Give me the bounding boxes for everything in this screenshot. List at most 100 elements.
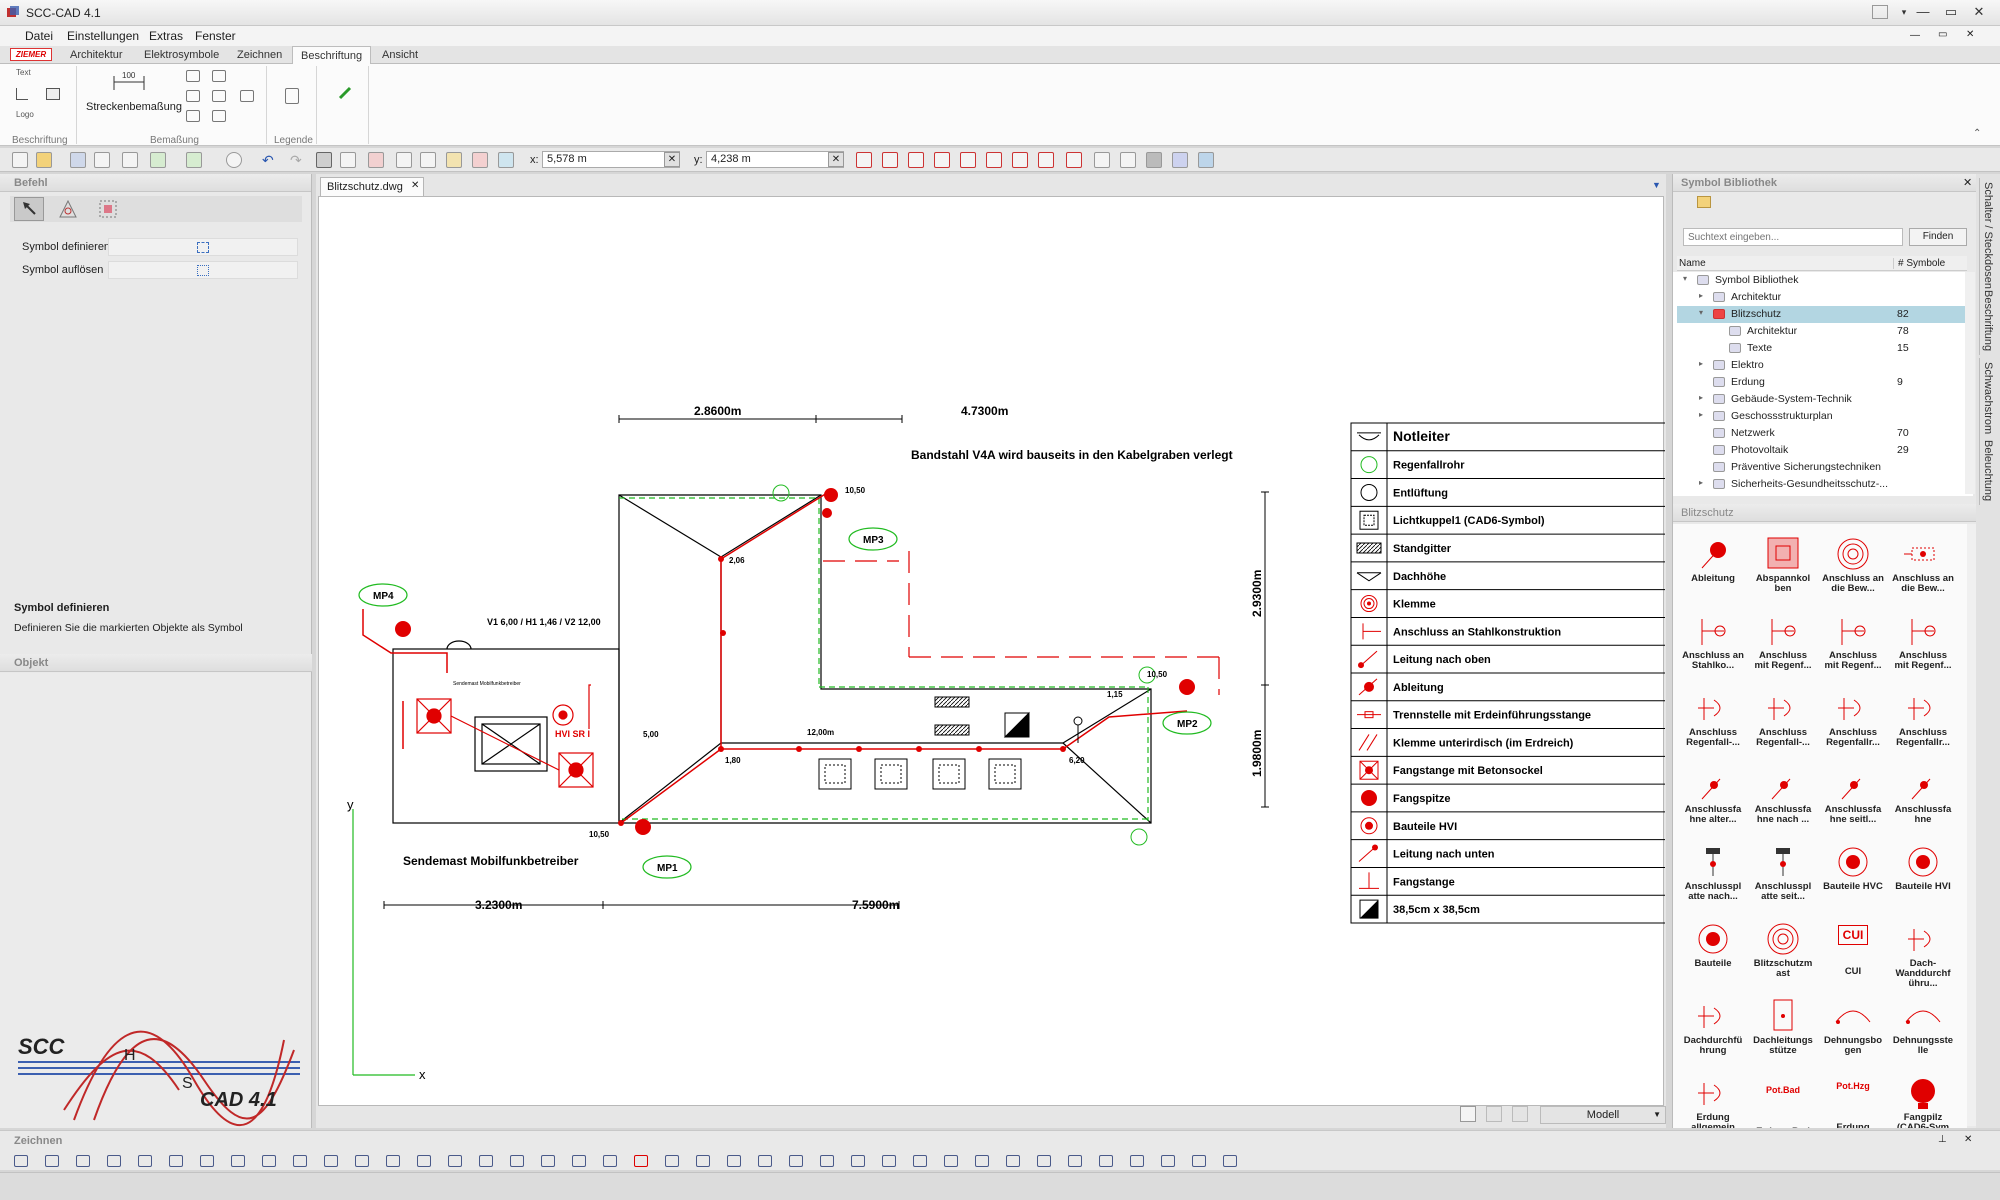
curve-tool-icon[interactable] [448, 1155, 462, 1167]
layout2-view-icon[interactable] [1512, 1106, 1528, 1122]
save-icon[interactable] [70, 152, 86, 168]
image-tool-icon[interactable] [46, 88, 60, 100]
arrow-tool-icon[interactable] [386, 1155, 400, 1167]
snap-midpoint-icon[interactable] [882, 152, 898, 168]
symbol-tile[interactable]: Dachleitungs stütze [1749, 994, 1817, 1068]
find-button[interactable]: Finden [1909, 228, 1967, 246]
symbol-tile[interactable]: Dehnungsste lle [1889, 994, 1957, 1068]
undo-icon[interactable]: ↶ [262, 152, 274, 168]
side-tab-beleuchtung[interactable]: Beleuchtung [1979, 436, 1996, 506]
snap-quadrant-icon[interactable] [960, 152, 976, 168]
snap-intersection-icon[interactable] [908, 152, 924, 168]
snap-nearest-icon[interactable] [1038, 152, 1054, 168]
side-tab-schalter[interactable]: Schalter / Steckdosen [1979, 178, 1996, 294]
arc-end-tool-icon[interactable] [355, 1155, 369, 1167]
select-arrow-icon[interactable] [316, 152, 332, 168]
paste-icon[interactable] [446, 152, 462, 168]
close-toolbar-icon[interactable]: ✕ [1964, 1134, 1973, 1145]
close-button[interactable]: ✕ [1973, 4, 1985, 19]
open-folder-icon[interactable] [36, 152, 52, 168]
tab-ziemer-logo[interactable]: ZIEMER [10, 48, 52, 61]
symbol-tile[interactable]: Dehnungsbo gen [1819, 994, 1887, 1068]
streckenbemassung-button[interactable]: Streckenbemaßung [86, 101, 182, 113]
col-name[interactable]: Name [1679, 258, 1706, 269]
tree-item[interactable]: ▾Symbol Bibliothek [1677, 272, 1967, 289]
cmd-symbol-definieren[interactable]: Symbol definieren [20, 238, 298, 256]
expand-icon[interactable]: ▾ [1683, 274, 1688, 283]
symbol-tile[interactable]: Anschlussfa hne nach ... [1749, 763, 1817, 837]
symbol-tile[interactable]: Anschlussfa hne [1889, 763, 1957, 837]
menu-fenster[interactable]: Fenster [195, 29, 236, 43]
symbol-tile[interactable]: Anschluss Regenfallr... [1889, 686, 1957, 760]
options-dropdown-icon[interactable]: ▾ [1901, 7, 1907, 17]
side-tab-schwachstrom[interactable]: Schwachstrom [1979, 358, 1996, 439]
align-tool-icon[interactable] [1037, 1155, 1051, 1167]
text-tool-icon[interactable] [1192, 1155, 1206, 1167]
measure-tool-icon[interactable] [1006, 1155, 1020, 1167]
mdi-close-button[interactable]: ✕ [1966, 29, 1975, 40]
circle-center-tool-icon[interactable] [138, 1155, 152, 1167]
mirror-tool-icon[interactable] [789, 1155, 803, 1167]
y-coord-clear-button[interactable]: ✕ [828, 152, 844, 167]
maximize-button[interactable]: ▭ [1944, 4, 1958, 19]
hatch-tool-icon[interactable] [603, 1155, 617, 1167]
close-panel-icon[interactable]: ✕ [1963, 177, 1973, 189]
model-view-icon[interactable] [1460, 1106, 1476, 1122]
erase-icon[interactable] [368, 152, 384, 168]
circle-2pt-tool-icon[interactable] [169, 1155, 183, 1167]
ribbon-collapse-icon[interactable]: ⌃ [1973, 128, 1982, 139]
pointer-mode-icon[interactable] [14, 197, 44, 221]
symbol-tile[interactable]: Anschluss mit Regenf... [1889, 609, 1957, 683]
folder-icon[interactable] [1697, 196, 1711, 208]
snap-endpoint-icon[interactable] [856, 152, 872, 168]
arc-3pt-tool-icon[interactable] [293, 1155, 307, 1167]
ortho-icon[interactable] [1120, 152, 1136, 168]
tree-item[interactable]: ▸Architektur [1677, 289, 1967, 306]
tab-beschriftung[interactable]: Beschriftung [292, 46, 372, 65]
offset-tool-icon[interactable] [541, 1155, 555, 1167]
menu-extras[interactable]: Extras [149, 29, 184, 43]
save-as-icon[interactable] [94, 152, 110, 168]
red-line-tool-icon[interactable] [634, 1155, 648, 1167]
legende-icon[interactable] [285, 88, 299, 104]
snap-center-icon[interactable] [934, 152, 950, 168]
symbol-tile[interactable]: Anschlussfa hne alter... [1679, 763, 1747, 837]
symbol-tile[interactable]: Dachdurchfü hrung [1679, 994, 1747, 1068]
tree-item[interactable]: ▸Sicherheits-Gesundheitsschutz-... [1677, 476, 1967, 493]
arc-center-tool-icon[interactable] [262, 1155, 276, 1167]
copy-icon[interactable] [420, 152, 436, 168]
symbol-tile[interactable]: Dach-Wanddurchf ühru... [1889, 917, 1957, 991]
corner-tool-icon[interactable] [696, 1155, 710, 1167]
tree-item[interactable]: Präventive Sicherungstechniken [1677, 459, 1967, 476]
symbol-tile[interactable]: Anschlussfa hne seitl... [1819, 763, 1887, 837]
text-tool-icon[interactable]: Text [16, 68, 31, 77]
tree-scrollbar[interactable] [1965, 272, 1975, 494]
import-icon[interactable] [150, 152, 166, 168]
layout-view-icon[interactable] [1486, 1106, 1502, 1122]
symbol-tile[interactable]: Ableitung [1679, 532, 1747, 606]
tab-architektur[interactable]: Architektur [70, 49, 123, 61]
cmd-box[interactable] [108, 261, 298, 279]
mdi-minimize-button[interactable]: — [1910, 30, 1920, 41]
move-tool-icon[interactable] [820, 1155, 834, 1167]
pdf-icon[interactable] [472, 152, 488, 168]
x-coord-input[interactable]: 5,578 m [542, 151, 680, 168]
expand-icon[interactable]: ▸ [1699, 393, 1704, 402]
tree-item[interactable]: ▸Elektro [1677, 357, 1967, 374]
print-icon[interactable] [122, 152, 138, 168]
snap-tangent-icon[interactable] [986, 152, 1002, 168]
symbol-tile[interactable]: Anschluss an die Bew... [1889, 532, 1957, 606]
symbol-tile[interactable]: Abspannkol ben [1749, 532, 1817, 606]
col-count[interactable]: # Symbole [1893, 258, 1945, 269]
dimension-icon[interactable]: 100 [112, 70, 146, 92]
tab-zeichnen[interactable]: Zeichnen [237, 49, 283, 61]
symbol-tile[interactable]: Anschluss Regenfall-... [1679, 686, 1747, 760]
zoom-window-icon[interactable] [1198, 152, 1214, 168]
expand-icon[interactable]: ▸ [1699, 291, 1704, 300]
fillet-tool-icon[interactable] [727, 1155, 741, 1167]
tab-list-dropdown-icon[interactable]: ▼ [1652, 180, 1661, 190]
view-mode-select[interactable]: Modell▼ [1540, 1106, 1666, 1124]
cut-icon[interactable] [396, 152, 412, 168]
